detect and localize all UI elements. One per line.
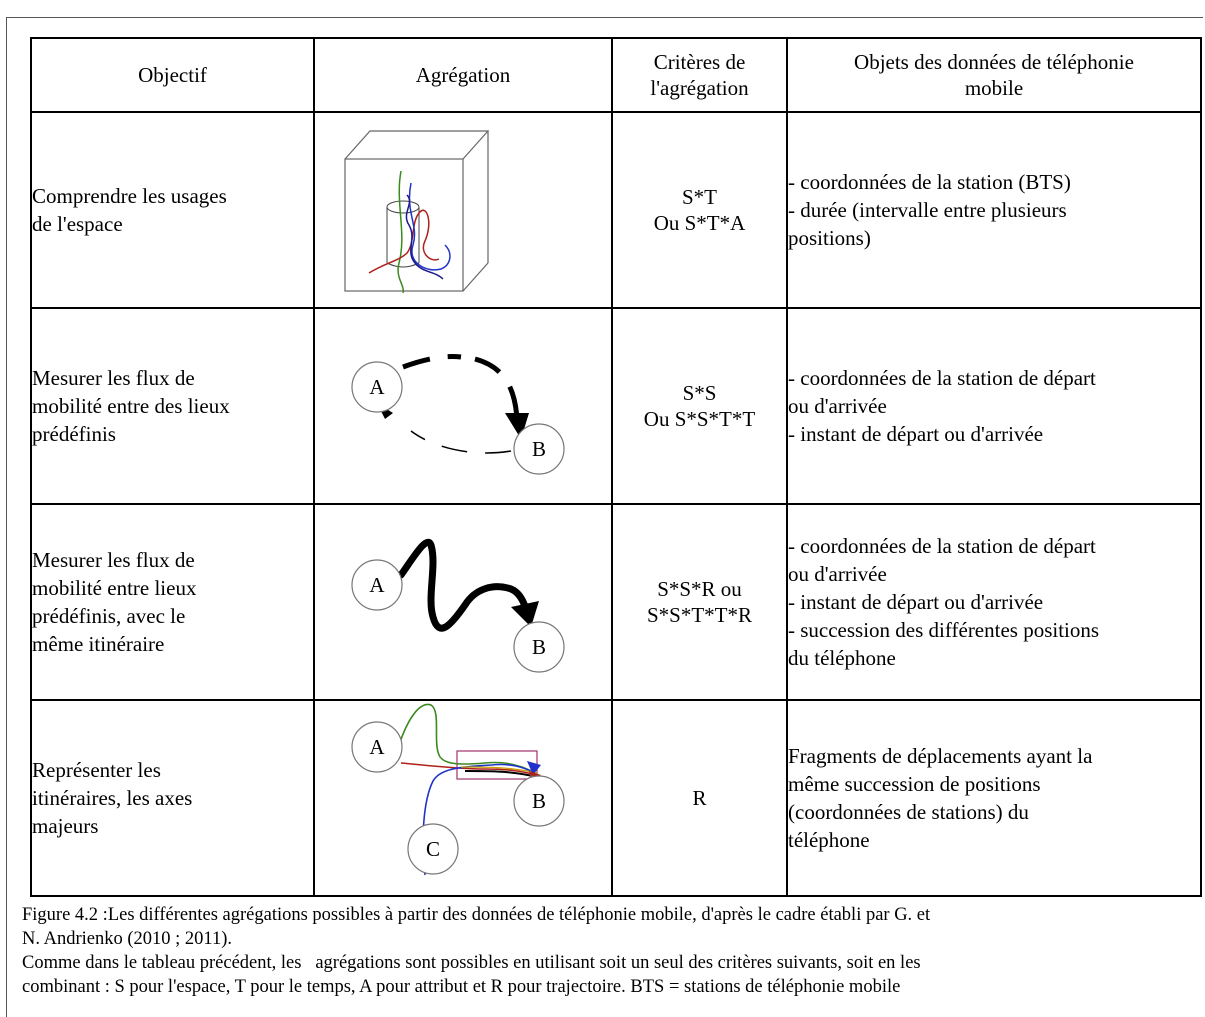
node-b <box>513 621 565 673</box>
node-b-label: B <box>532 437 546 461</box>
node-a <box>351 559 403 611</box>
node-c-label: C <box>426 837 440 861</box>
header-objectif: Objectif <box>30 37 315 113</box>
node-a-label: A <box>369 375 385 399</box>
aggregation-diagram-cube <box>313 111 613 309</box>
criteres-cell: R <box>611 699 788 897</box>
node-b-label: B <box>532 635 546 659</box>
figure-caption: Figure 4.2 :Les différentes agrégations … <box>22 905 931 997</box>
header-agregation: Agrégation <box>313 37 613 113</box>
aggregation-diagram-axes: A B C <box>313 699 613 897</box>
objets-cell: - coordonnées de la station (BTS)- durée… <box>786 111 1202 309</box>
node-a <box>351 361 403 413</box>
node-a-label: A <box>369 735 385 759</box>
node-a-label: A <box>369 573 385 597</box>
node-b-label: B <box>532 789 546 813</box>
node-c <box>407 823 459 875</box>
page-frame <box>6 17 1203 1017</box>
node-b <box>513 775 565 827</box>
node-a <box>351 721 403 773</box>
node-b <box>513 423 565 475</box>
aggregation-diagram-route: A B <box>313 503 613 701</box>
aggregation-diagram-flow: A B <box>313 307 613 505</box>
